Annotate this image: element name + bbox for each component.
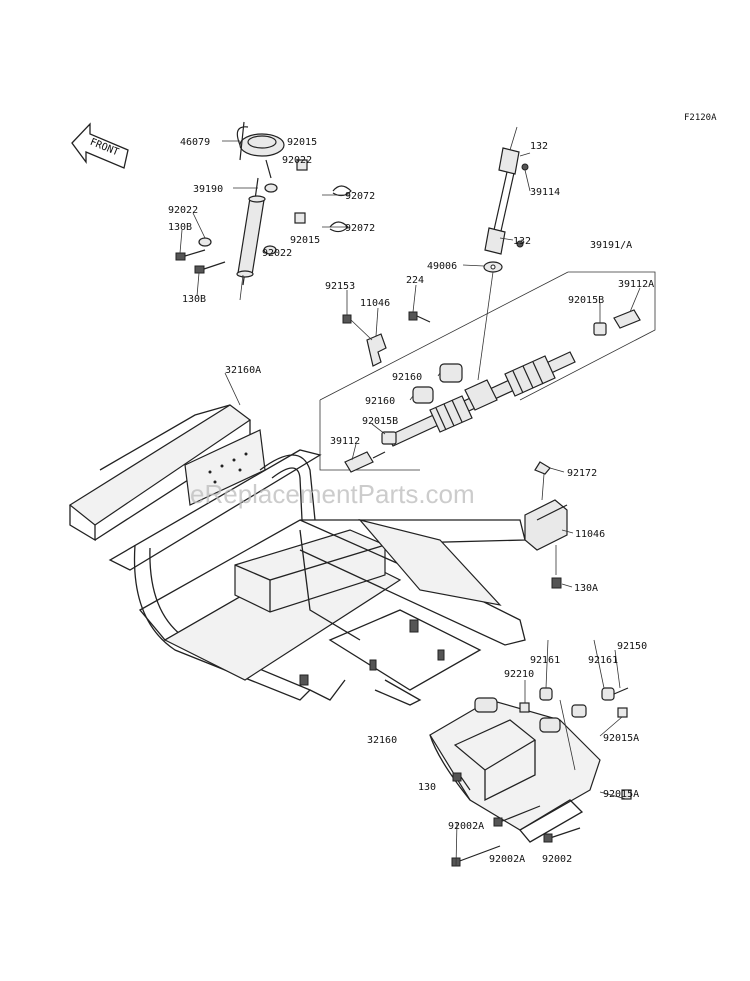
label-130a: 130A: [574, 583, 598, 594]
label-39191-a: 39191/A: [590, 240, 632, 251]
label-92022-c: 92022: [262, 248, 292, 259]
label-11046-a: 11046: [360, 298, 390, 309]
label-92072-a: 92072: [345, 191, 375, 202]
label-92015-top: 92015: [287, 137, 317, 148]
leader-lines: [179, 140, 641, 867]
label-92015b-a: 92015B: [568, 295, 604, 306]
label-92160-a: 92160: [392, 372, 422, 383]
label-39112a: 39112A: [618, 279, 654, 290]
label-132-a: 132: [530, 141, 548, 152]
label-92150: 92150: [617, 641, 647, 652]
label-92015-mid: 92015: [290, 235, 320, 246]
label-92002a-a: 92002A: [448, 821, 484, 832]
label-132-b: 132: [513, 236, 531, 247]
figure-code: F2120A: [684, 113, 717, 123]
label-39112: 39112: [330, 436, 360, 447]
label-92022-b: 92022: [168, 205, 198, 216]
label-92161-a: 92161: [530, 655, 560, 666]
label-92002a-b: 92002A: [489, 854, 525, 865]
label-92153: 92153: [325, 281, 355, 292]
label-46079: 46079: [180, 137, 210, 148]
label-92172: 92172: [567, 468, 597, 479]
label-49006: 49006: [427, 261, 457, 272]
label-92022-a: 92022: [282, 155, 312, 166]
label-224: 224: [406, 275, 424, 286]
label-92015a-a: 92015A: [603, 733, 639, 744]
part-labels: 46079 92015 92022 39190 92072 92022 9207…: [168, 137, 654, 865]
label-32160a: 32160A: [225, 365, 261, 376]
label-39114: 39114: [530, 187, 560, 198]
label-92002: 92002: [542, 854, 572, 865]
front-arrow-icon: FRONT: [71, 122, 129, 169]
label-92072-b: 92072: [345, 223, 375, 234]
label-92161-b: 92161: [588, 655, 618, 666]
main-frame-32160a: [68, 404, 526, 706]
label-11046-b: 11046: [575, 529, 605, 540]
label-92015a-b: 92015A: [603, 789, 639, 800]
label-39190: 39190: [193, 184, 223, 195]
front-subframe-32160: [429, 687, 632, 867]
label-92160-b: 92160: [365, 396, 395, 407]
label-92210: 92210: [504, 669, 534, 680]
steering-shaft-assembly: [175, 121, 352, 301]
watermark: eReplacementParts.com: [190, 479, 475, 509]
steering-rack-assembly: [319, 271, 656, 473]
label-130b-b: 130B: [182, 294, 206, 305]
bracket-11046-assembly: [524, 461, 568, 589]
label-130b-a: 130B: [168, 222, 192, 233]
label-92015b-b: 92015B: [362, 416, 398, 427]
label-32160: 32160: [367, 735, 397, 746]
label-130: 130: [418, 782, 436, 793]
steering-joint-assembly: [477, 126, 529, 381]
